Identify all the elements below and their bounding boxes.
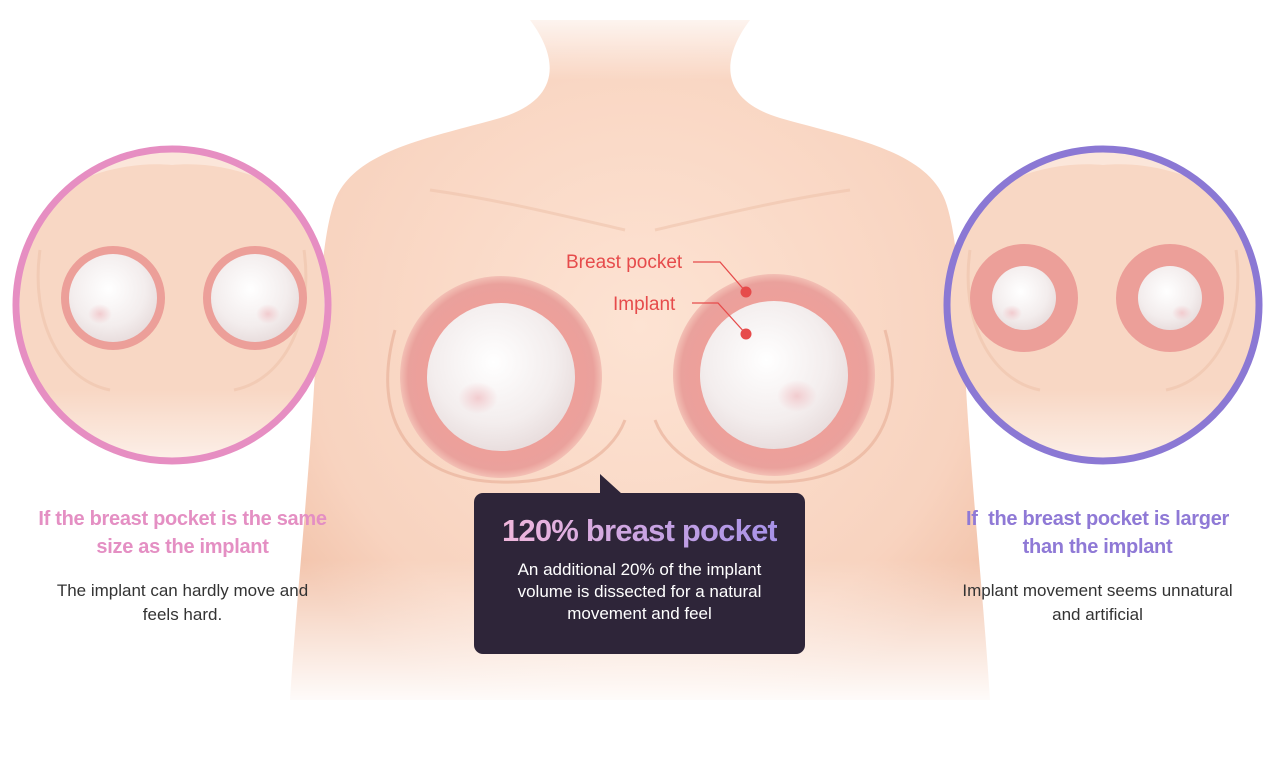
center-right-implant [700,301,848,449]
center-right-breast [673,274,875,476]
left-desc-line-2: feels hard. [142,605,223,624]
left-view-ring [12,145,332,465]
pocket-leader-line [693,261,747,293]
right-title-line-2: than the implant [1022,536,1173,558]
right-caption-title: If the breast pocket is larger than the … [930,505,1265,561]
left-title-line-1: If the breast pocket is the same [38,508,327,530]
center-right-nipple [777,380,817,412]
breast-pocket-label: Breast pocket [566,252,683,273]
info-desc-line-2: volume is dissected for a natural [517,582,762,601]
center-left-implant [427,303,575,451]
left-caption-description: The implant can hardly move and feels ha… [20,579,345,627]
info-box-pointer [600,474,622,494]
right-magnified-view [943,145,1263,465]
leader-lines [692,261,752,340]
right-desc-line-1: Implant movement seems unnatural [962,581,1233,600]
right-caption: If the breast pocket is larger than the … [930,505,1265,627]
info-desc-line-1: An additional 20% of the implant [517,560,762,579]
left-caption: If the breast pocket is the same size as… [20,505,345,627]
info-desc-line-3: movement and feel [567,604,712,623]
right-caption-description: Implant movement seems unnatural and art… [930,579,1265,627]
info-description: An additional 20% of the implant volume … [474,559,805,625]
pocket-marker-dot [740,286,752,298]
info-box: 120% breast pocket An additional 20% of … [474,493,805,654]
right-title-line-1: If the breast pocket is larger [965,508,1229,530]
center-left-nipple [458,382,498,414]
right-desc-line-2: and artificial [1052,605,1143,624]
info-title: 120% breast pocket [474,511,805,551]
left-title-line-2: size as the implant [96,536,269,558]
left-desc-line-1: The implant can hardly move and [56,581,309,600]
implant-label: Implant [613,294,676,315]
info-title-text: 120% breast pocket [501,513,778,548]
left-caption-title: If the breast pocket is the same size as… [20,505,345,561]
left-magnified-view [12,145,332,465]
implant-marker-dot [740,328,752,340]
right-view-ring [943,145,1263,465]
center-left-breast [400,276,602,478]
implant-leader-line [692,302,747,335]
